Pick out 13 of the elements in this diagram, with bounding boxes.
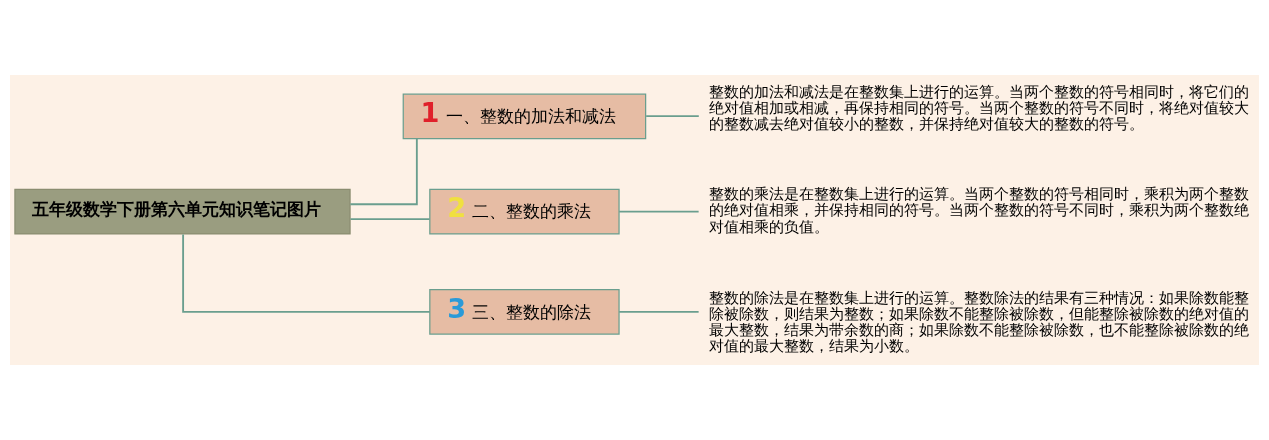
connector: [182, 233, 431, 313]
node-text: 整数的加法和减法是在整数集上进行的运算。当两个整数的符号相同时，将它们的绝对值相加或相减，再保持相同的符号。当两个整数的符号不同时，将绝对值较大的整数减去绝对值较小的整数，并保持绝对值较大的整数的符号。: [708, 82, 1249, 132]
node-box: 2 二、整数的乘法: [429, 188, 620, 235]
connector: [349, 218, 431, 220]
connector: [349, 138, 418, 206]
node-text: 整数的除法是在整数集上进行的运算。整数除法的结果有三种情况：如果除数能整除被除数，则结果为整数；如果除数不能整除被除数，但能整除被除数的绝对值的最大整数，结果为带余数的商；如果除数不能整除被除数，也不能整除被除数的绝对值的最大整数，结果为小数。: [708, 288, 1249, 354]
node-box: 1 一、整数的加法和减法: [402, 93, 647, 140]
connector: [618, 210, 700, 213]
connector: [618, 310, 700, 313]
node-box: 3 三、整数的除法: [429, 288, 620, 335]
node-box: 五年级数学下册第六单元知识笔记图片: [14, 188, 351, 235]
node-text: 整数的乘法是在整数集上进行的运算。当两个整数的符号相同时，乘积为两个整数的绝对值相乘，并保持相同的符号。当两个整数的符号不同时，乘积为两个整数绝对值相乘的负值。: [708, 185, 1249, 235]
connector: [645, 115, 700, 118]
